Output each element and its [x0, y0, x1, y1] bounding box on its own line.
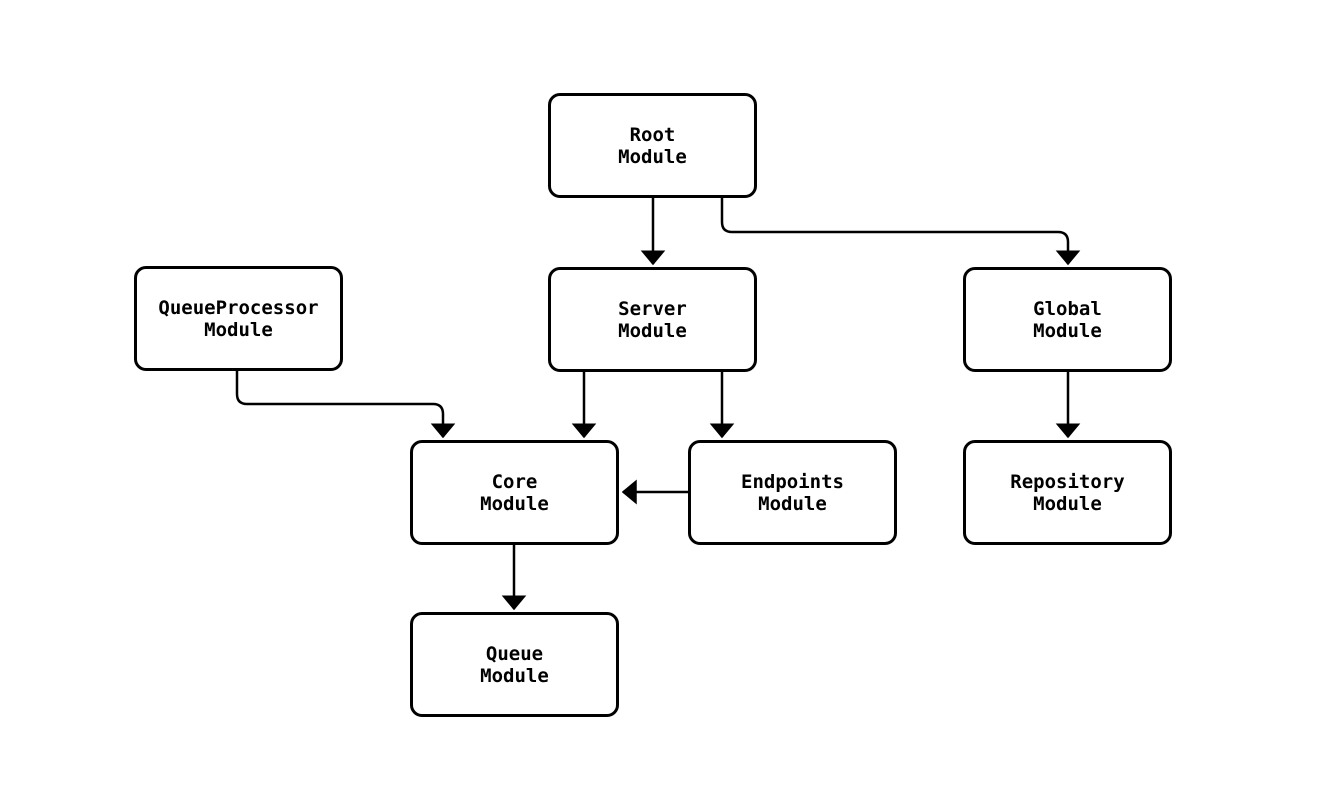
node-endpoints-module: Endpoints Module: [688, 440, 897, 545]
node-global-module: Global Module: [963, 267, 1172, 372]
node-queue-module-label: Queue Module: [480, 642, 549, 687]
node-queue-module: Queue Module: [410, 612, 619, 717]
node-root-module: Root Module: [548, 93, 757, 198]
edge-root-to-global: [720, 198, 1081, 266]
node-queueprocessor-module: QueueProcessor Module: [134, 266, 343, 371]
edge-queueprocessor-to-core: [235, 371, 456, 439]
node-core-module-label: Core Module: [480, 470, 549, 515]
node-repository-module-label: Repository Module: [1010, 470, 1125, 515]
node-endpoints-module-label: Endpoints Module: [741, 470, 844, 515]
node-root-module-label: Root Module: [618, 123, 687, 168]
node-server-module: Server Module: [548, 267, 757, 372]
node-core-module: Core Module: [410, 440, 619, 545]
node-server-module-label: Server Module: [618, 297, 687, 342]
node-repository-module: Repository Module: [963, 440, 1172, 545]
node-queueprocessor-module-label: QueueProcessor Module: [158, 296, 319, 341]
node-global-module-label: Global Module: [1033, 297, 1102, 342]
